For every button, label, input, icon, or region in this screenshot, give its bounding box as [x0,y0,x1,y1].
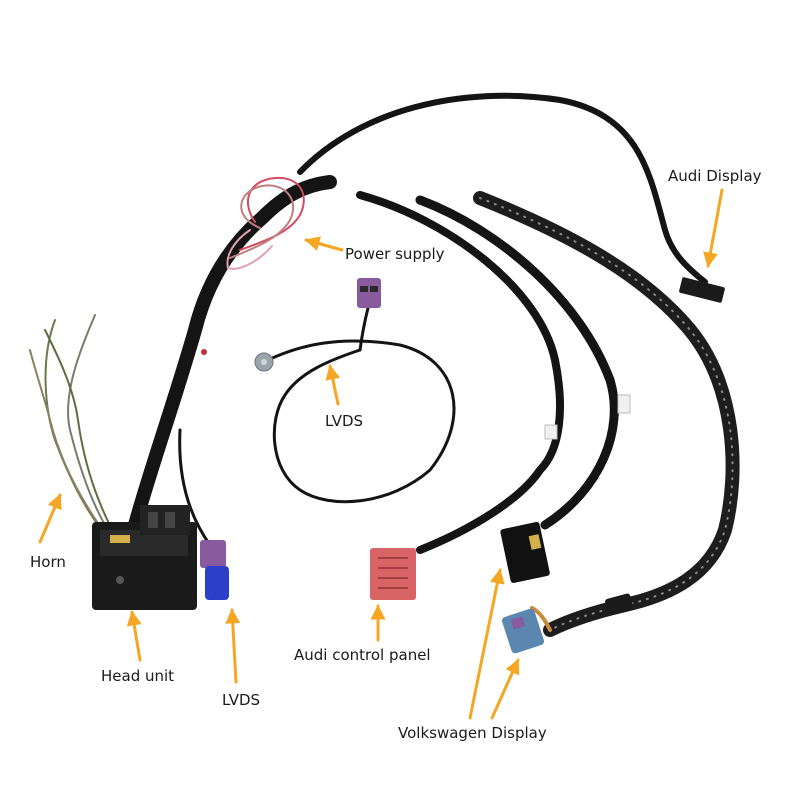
horn-wire-c [44,329,123,549]
arrow-volkswagen-display-a [468,568,505,720]
label-audi-display: Audi Display [668,167,762,185]
power-wire-c [226,229,273,270]
lvds-thin-cable [178,428,212,547]
callout-arrows [38,188,724,720]
lvds-bottom-connector [200,540,229,600]
audi-display-cable [297,92,708,285]
main-trunk-cable [128,175,337,532]
vw-pigtail-wires [530,606,552,632]
lvds-center-connector [357,278,381,308]
arrow-power-supply [304,236,344,252]
label-power-supply: Power supply [345,245,445,263]
red-marker-dot [201,349,207,355]
arrow-lvds-center [325,364,341,406]
horn-wire-d [29,349,111,541]
label-lvds-bottom: LVDS [222,691,260,709]
arrow-audi-display [703,188,724,268]
label-head-unit: Head unit [101,667,174,685]
connectors [92,277,725,654]
vw-blue-connector [502,608,544,654]
label-audi-control-panel: Audi control panel [294,646,431,664]
arrow-head-unit [126,610,142,662]
control-panel-cable [356,191,564,554]
label-horn: Horn [30,553,66,571]
vw-cable-ferrule [605,593,633,615]
tape-mark-b [617,394,631,414]
label-volkswagen-display: Volkswagen Display [398,724,547,742]
lvds-metal-plug [254,352,274,372]
lvds-loop-pigtail [358,306,370,352]
vw-black-connector [500,521,550,583]
arrow-volkswagen-display-b [490,658,520,720]
inner-branch-cable-a [415,195,619,530]
horn-wire-b [67,314,119,546]
tape-mark-a [544,424,558,440]
label-lvds-center: LVDS [325,412,363,430]
head-unit-connector [92,505,197,610]
callout-labels: Power supply Audi Display LVDS Horn Head… [30,167,762,742]
audi-control-panel-connector [370,548,416,600]
cable-bundle [29,92,740,637]
lvds-loop-cable [266,339,456,504]
audi-display-connector [679,277,725,303]
arrow-lvds-bottom [225,608,241,684]
arrow-horn [38,493,62,544]
power-wire-b [229,184,295,259]
